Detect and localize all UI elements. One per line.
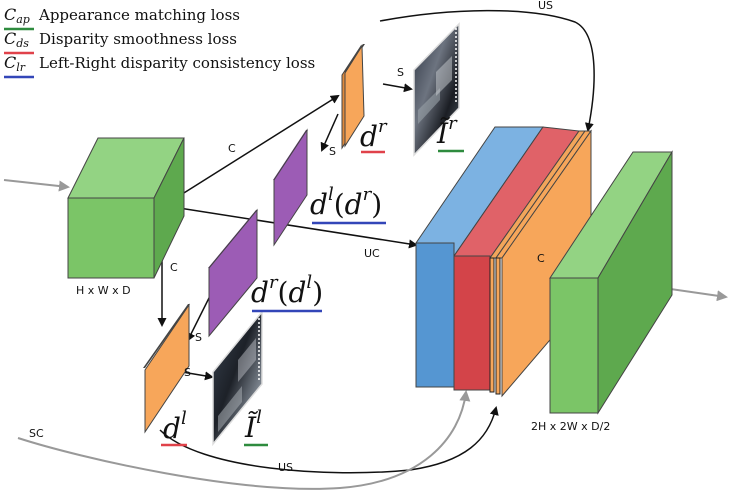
legend-item-lr: Clr Left-Right disparity consistency los… bbox=[4, 53, 315, 79]
disparity-right-layer bbox=[341, 44, 365, 150]
svg-text:dr(dl): dr(dl) bbox=[251, 272, 323, 309]
label-uc: UC bbox=[364, 247, 380, 260]
svg-text:Ĩl: Ĩl bbox=[244, 407, 262, 444]
us-top-arrow bbox=[379, 9, 595, 132]
svg-text:Ĩr: Ĩr bbox=[436, 113, 458, 150]
label-c-top: C bbox=[228, 142, 236, 155]
label-s-top-image: S bbox=[397, 66, 404, 79]
label-output-dim: 2H x 2W x D/2 bbox=[531, 420, 610, 433]
svg-text:Cap: Cap bbox=[4, 5, 30, 26]
legend-item-ap: Cap Appearance matching loss bbox=[4, 5, 240, 31]
disparity-left-layer bbox=[143, 303, 190, 434]
reconstructed-right-image bbox=[413, 22, 460, 157]
svg-text:dl(dr): dl(dr) bbox=[310, 184, 382, 221]
label-s-bottom-image: S bbox=[184, 366, 191, 379]
s-arrow-top-image bbox=[382, 83, 413, 93]
svg-text:Cds: Cds bbox=[4, 29, 29, 50]
reconstructed-left-image bbox=[212, 309, 263, 447]
legend-text-lr: Left-Right disparity consistency loss bbox=[39, 54, 315, 72]
svg-text:dl: dl bbox=[163, 408, 187, 445]
label-input-dim: H x W x D bbox=[76, 284, 131, 297]
disparity-left-of-right-layer bbox=[273, 128, 308, 247]
disparity-right-of-left-layer bbox=[208, 208, 258, 338]
label-c-right: C bbox=[537, 252, 545, 265]
label-c-left: C bbox=[170, 261, 178, 274]
legend-item-ds: Cds Disparity smoothness loss bbox=[4, 29, 237, 55]
us-bottom-arrow bbox=[159, 406, 499, 474]
uc-arrow bbox=[159, 204, 418, 249]
math-i-l: Ĩl bbox=[244, 407, 268, 447]
legend-text-ap: Appearance matching loss bbox=[38, 6, 240, 24]
math-d-l: dl bbox=[161, 408, 187, 447]
c-top-arrow bbox=[159, 94, 340, 209]
output-feature-block bbox=[549, 150, 673, 415]
legend-text-ds: Disparity smoothness loss bbox=[39, 30, 237, 48]
sc-arrow bbox=[17, 390, 471, 490]
input-feature-block bbox=[67, 137, 185, 279]
label-sc: SC bbox=[29, 427, 44, 440]
input-arrow bbox=[3, 179, 70, 192]
svg-text:Clr: Clr bbox=[4, 53, 26, 74]
svg-text:dr: dr bbox=[360, 116, 388, 153]
math-i-r: Ĩr bbox=[436, 113, 464, 153]
label-s-bottom-purple: S bbox=[195, 331, 202, 344]
math-d-l-of-d-r: dl(dr) bbox=[310, 184, 386, 225]
concatenated-feature-stack bbox=[415, 126, 592, 398]
label-us-bottom: US bbox=[278, 461, 293, 474]
legend: Cap Appearance matching loss Cds Dispari… bbox=[4, 5, 315, 79]
label-s-top-purple: S bbox=[329, 145, 336, 158]
label-us-top: US bbox=[538, 0, 553, 12]
s-arrow-top-purple bbox=[320, 113, 339, 152]
math-d-r-of-d-l: dr(dl) bbox=[251, 272, 323, 313]
math-d-r: dr bbox=[360, 116, 388, 154]
